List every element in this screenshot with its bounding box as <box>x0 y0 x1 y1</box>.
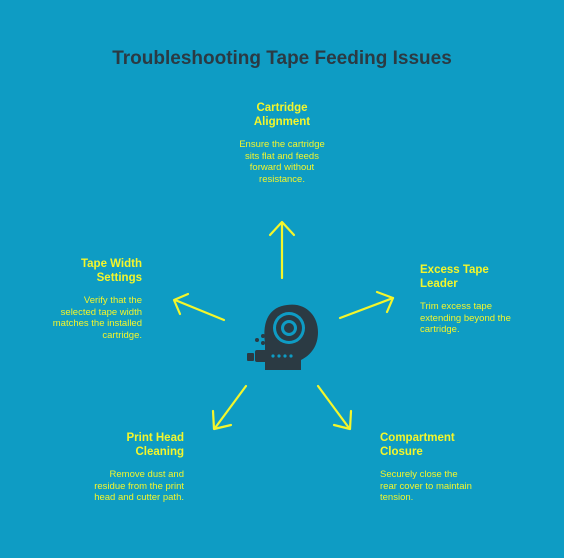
cartridge-text: Ensure the cartridge sits flat and feeds… <box>239 139 325 185</box>
compartment-block: Compartment Closure Securely close the r… <box>380 431 500 504</box>
compartment-text: Securely close the rear cover to maintai… <box>380 469 472 503</box>
cartridge-alignment-block: Cartridge Alignment Ensure the cartridge… <box>222 101 342 185</box>
excess-tape-text: Trim excess tape extending beyond the ca… <box>420 301 511 335</box>
excess-tape-heading: Excess Tape Leader <box>420 264 489 290</box>
tape-width-heading: Tape Width Settings <box>80 258 142 284</box>
arrow-down-left <box>211 384 248 431</box>
tape-width-block: Tape Width Settings Verify that the sele… <box>32 257 142 341</box>
excess-tape-block: Excess Tape Leader Trim excess tape exte… <box>420 263 540 336</box>
tape-width-text: Verify that the selected tape width matc… <box>52 295 142 341</box>
print-head-text: Remove dust and residue from the print h… <box>94 469 184 503</box>
page-title: Troubleshooting Tape Feeding Issues <box>112 48 452 69</box>
print-head-block: Print Head Cleaning Remove dust and resi… <box>62 431 184 504</box>
print-head-heading: Print Head Cleaning <box>126 432 184 458</box>
tape-roll-icon <box>247 304 318 370</box>
arrow-left <box>172 292 226 322</box>
arrow-down-right <box>316 384 353 431</box>
compartment-heading: Compartment Closure <box>380 432 455 458</box>
cartridge-heading: Cartridge Alignment <box>253 102 311 128</box>
arrow-up <box>268 220 296 280</box>
arrow-right <box>338 290 395 320</box>
